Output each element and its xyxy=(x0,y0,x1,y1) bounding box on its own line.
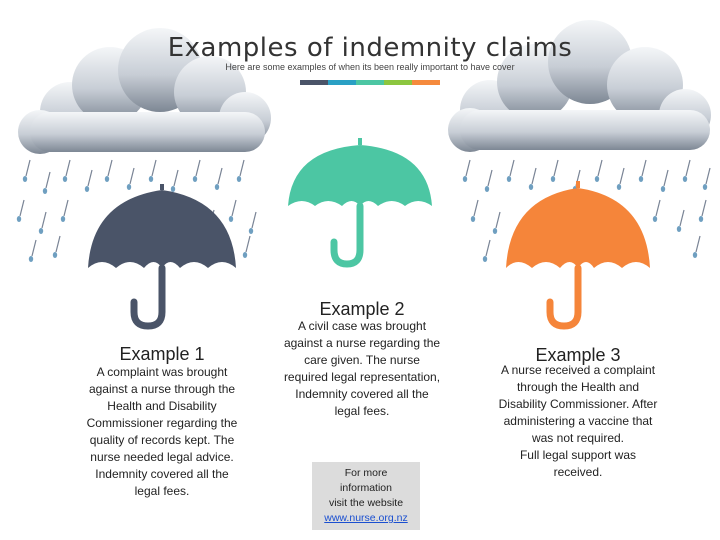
example-1-line: legal fees. xyxy=(134,484,190,498)
info-line: For more xyxy=(344,467,388,479)
example-3-line: A nurse received a complaint xyxy=(500,363,656,377)
more-info-box: For more information visit the website w… xyxy=(312,462,420,530)
example-1-line: quality of records kept. The xyxy=(89,433,235,447)
example-3-line: administering a vaccine that xyxy=(503,414,653,428)
example-3-line: Full legal support was xyxy=(519,448,637,462)
example-1-line: Commissioner regarding the xyxy=(86,416,238,430)
example-1-line: Health and Disability xyxy=(107,399,217,413)
example-3-line: Disability Commissioner. After xyxy=(498,397,658,411)
example-1-line: Indemnity covered all the xyxy=(95,467,229,481)
example-2-line: legal fees. xyxy=(334,404,390,418)
color-bar-segment xyxy=(412,80,440,85)
example-1-body: A complaint was brought against a nurse … xyxy=(62,364,262,500)
example-3-line: through the Health and xyxy=(516,380,640,394)
example-1-line: A complaint was brought xyxy=(96,365,228,379)
umbrella-3-icon xyxy=(506,181,650,330)
color-bar xyxy=(300,80,440,85)
example-1-title: Example 1 xyxy=(119,344,205,364)
example-2-line: care given. The nurse xyxy=(304,353,420,367)
right-cloud-icon xyxy=(448,20,711,152)
color-bar-segment xyxy=(328,80,356,85)
website-link[interactable]: www.nurse.org.nz xyxy=(324,512,408,524)
umbrella-3-handle xyxy=(546,264,582,330)
example-2-title: Example 2 xyxy=(319,299,405,319)
example-2-body: A civil case was brought against a nurse… xyxy=(262,318,462,420)
color-bar-segment xyxy=(356,80,384,85)
color-bar-segment xyxy=(384,80,412,85)
example-2-line: A civil case was brought xyxy=(297,319,427,333)
umbrella-3-canopy xyxy=(506,188,650,268)
info-line: information xyxy=(340,482,392,494)
umbrella-2-canopy xyxy=(288,145,432,206)
example-3-line: was not required. xyxy=(531,431,625,445)
page-subtitle: Here are some examples of when its been … xyxy=(225,62,515,72)
info-line: visit the website xyxy=(328,497,404,509)
example-1-line: nurse needed legal advice. xyxy=(90,450,234,464)
umbrella-2-handle xyxy=(330,202,364,268)
umbrella-1-icon xyxy=(88,184,236,330)
page-title: Examples of indemnity claims xyxy=(167,33,573,63)
example-2-line: required legal representation, xyxy=(283,370,441,384)
umbrella-2-icon xyxy=(288,138,432,268)
left-cloud-icon xyxy=(18,28,271,154)
example-2-line: Indemnity covered all the xyxy=(295,387,429,401)
example-3-line: received. xyxy=(553,465,603,479)
example-1-line: against a nurse through the xyxy=(88,382,236,396)
umbrella-1-handle xyxy=(130,264,166,330)
umbrella-1-canopy xyxy=(88,190,236,268)
example-2-line: against a nurse regarding the xyxy=(283,336,441,350)
example-3-title: Example 3 xyxy=(535,345,621,365)
color-bar-segment xyxy=(300,80,328,85)
example-3-body: A nurse received a complaint through the… xyxy=(478,362,678,481)
